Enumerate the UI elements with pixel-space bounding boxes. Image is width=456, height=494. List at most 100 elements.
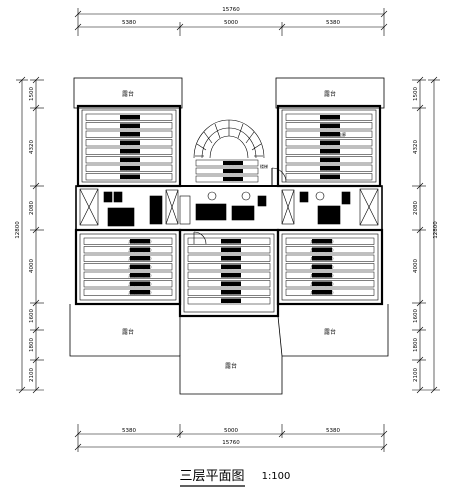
bed-row-label: 床单元 (225, 289, 237, 295)
left-dimension-chain (16, 76, 44, 394)
bed-row (285, 147, 373, 155)
bed-row-label: 床单元 (324, 148, 336, 154)
top-dimension-2: 5000 (224, 20, 238, 26)
bed-row (195, 167, 259, 175)
bed-row-label: 床单元(带灰) (310, 238, 334, 244)
bed-row-label: 床单元 (124, 157, 136, 163)
side-room-label: 走廊 (338, 131, 346, 137)
bed-row (187, 297, 271, 305)
left-dimension-5: 1600 (29, 309, 35, 323)
bed-row-fill (221, 290, 241, 295)
drawing-title: 三层平面图 (179, 469, 244, 484)
bed-row-label: 床单元(带灰) (128, 289, 152, 295)
bed-row (285, 122, 373, 130)
bed-row-label: 床单元 (227, 160, 239, 166)
bed-row-fill (120, 174, 140, 179)
bed-row-label: 床单元(带灰) (128, 281, 152, 287)
bed-row-fill (320, 132, 340, 137)
right-dimension-5: 1600 (413, 309, 419, 323)
bed-row-fill (312, 239, 332, 244)
bed-row-fill (312, 290, 332, 295)
bed-row-fill (223, 177, 243, 181)
bed-row (85, 173, 173, 181)
balcony-label-bottom-right: 露台 (324, 328, 336, 336)
bottom-dimension-chain (74, 424, 388, 452)
top-dimension-1: 5380 (122, 20, 136, 26)
left-dimension-3: 2080 (29, 201, 35, 215)
bed-row (195, 159, 259, 167)
bed-row-fill (221, 298, 241, 303)
bed-row-fill (320, 166, 340, 171)
bed-row-fill (312, 264, 332, 269)
bed-row-label: 床单元 (225, 264, 237, 270)
bed-row-fill (221, 264, 241, 269)
left-dimension-2: 4320 (29, 140, 35, 154)
bed-row-fill (120, 149, 140, 154)
bed-row (285, 280, 375, 288)
right-dimension-chain (412, 76, 440, 394)
bed-row (285, 164, 373, 172)
bed-row (285, 288, 375, 296)
bed-row-fill (312, 256, 332, 261)
bed-row-label: 床单元 (124, 174, 136, 180)
bed-row-label: 床单元(带灰) (128, 255, 152, 261)
bed-row (187, 254, 271, 262)
bed-row (85, 156, 173, 164)
bed-row (187, 271, 271, 279)
balcony-label-top-left: 露台 (122, 90, 134, 98)
bed-row-fill (223, 169, 243, 173)
balcony-label-bottom-left: 露台 (122, 328, 134, 336)
bottom-total-dimension: 15760 (222, 440, 240, 446)
bed-row (85, 122, 173, 130)
bed-row (83, 254, 173, 262)
bed-row-label: 床单元(带灰) (128, 272, 152, 278)
bed-row-label: 床单元(带灰) (310, 281, 334, 287)
bed-row-label: 床单元 (124, 140, 136, 146)
bed-row-label: 床单元(带灰) (128, 264, 152, 270)
wet-rooms (79, 188, 379, 245)
left-dimension-1: 1500 (29, 87, 35, 101)
left-dimension-4: 4000 (29, 259, 35, 273)
bed-row-fill (120, 157, 140, 162)
spiral-stair (193, 119, 287, 186)
bed-row (85, 130, 173, 138)
building-walls (69, 77, 389, 395)
bed-row-fill (320, 123, 340, 128)
bed-row-label: 床单元 (324, 123, 336, 129)
bed-row-label: 床单元 (324, 131, 336, 137)
left-dimension-6: 1800 (29, 338, 35, 352)
bed-row-fill (221, 256, 241, 261)
bed-row-fill (130, 264, 150, 269)
bed-row (285, 130, 373, 138)
right-dimension-7: 2100 (413, 368, 419, 382)
right-dimension-3: 2080 (413, 201, 419, 215)
bed-row-label: 床单元 (227, 176, 239, 182)
bed-row-fill (130, 256, 150, 261)
bed-row (285, 113, 373, 121)
bed-row-fill (120, 166, 140, 171)
bed-row-fill (221, 273, 241, 278)
bed-row (187, 280, 271, 288)
bottom-dimension-3: 5380 (326, 428, 340, 434)
bed-row-fill (120, 123, 140, 128)
bed-row-fill (130, 239, 150, 244)
bed-row (285, 254, 375, 262)
bed-rows: 床单元床单元床单元床单元床单元床单元床单元床单元床单元床单元床单元床单元床单元床… (83, 113, 375, 305)
bed-row-fill (120, 140, 140, 145)
bed-row (85, 164, 173, 172)
bed-row-label: 床单元 (225, 247, 237, 253)
bed-row-fill (130, 273, 150, 278)
bed-row (285, 156, 373, 164)
bed-row (285, 246, 375, 254)
bed-row-fill (312, 281, 332, 286)
bed-row (83, 280, 173, 288)
bed-row-label: 床单元 (324, 157, 336, 163)
left-total-dimension: 12800 (15, 221, 21, 239)
bed-row (83, 263, 173, 271)
bed-row-fill (221, 281, 241, 286)
right-total-dimension: 12800 (433, 221, 439, 239)
bed-row-label: 床单元(带灰) (310, 247, 334, 253)
bed-row-label: 床单元 (324, 114, 336, 120)
bed-row-label: 床单元 (124, 123, 136, 129)
